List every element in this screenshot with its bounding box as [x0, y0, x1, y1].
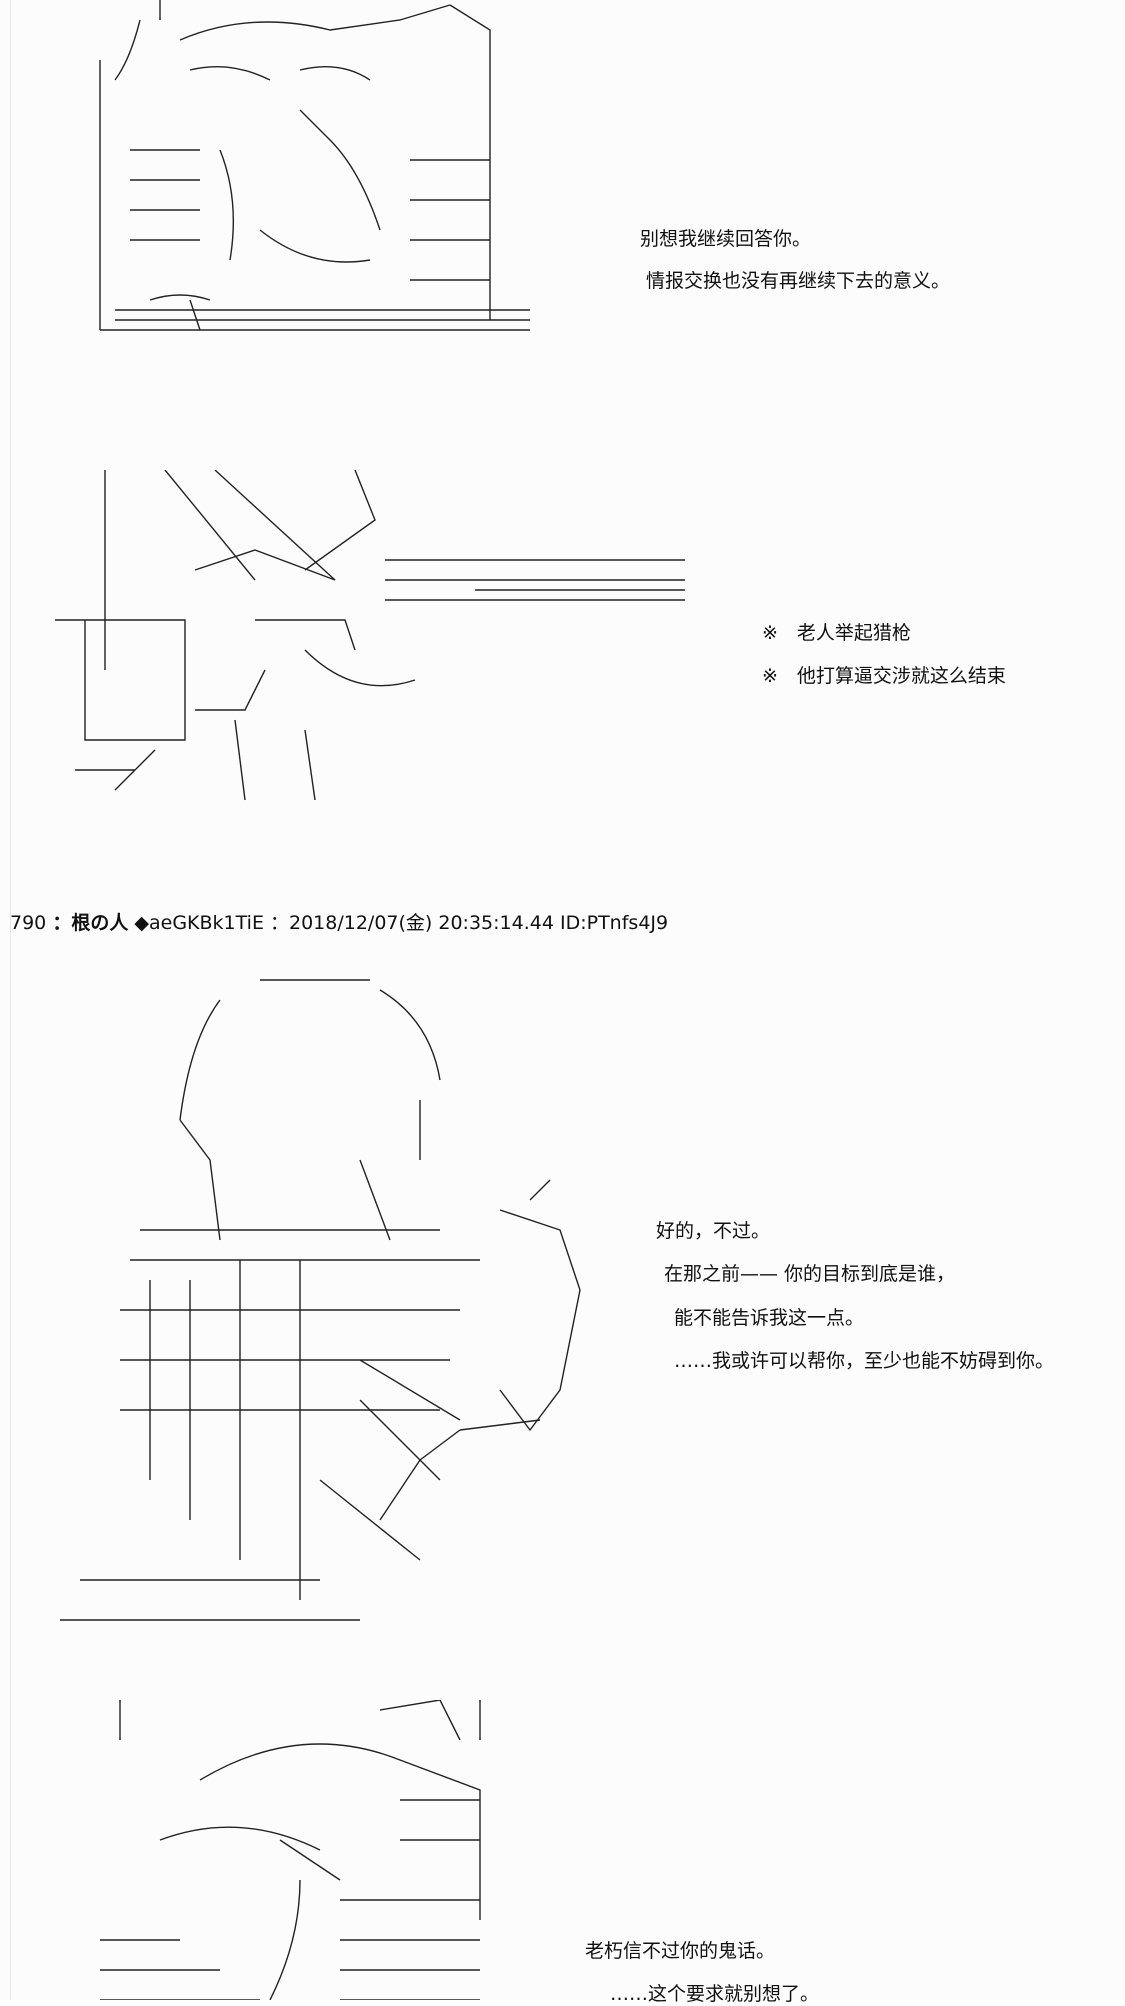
panel-3-line-3: 能不能告诉我这一点。 [674, 1307, 865, 1329]
ascii-art-panel-3 [60, 960, 640, 1640]
panel-2-line-2: ※ 他打算逼交涉就这么结束 [762, 665, 1006, 687]
poster-trip: ◆aeGKBk1TiE [134, 912, 264, 934]
post-number: 790 [10, 912, 47, 934]
ascii-art-panel-2 [55, 470, 695, 810]
post-datetime: 2018/12/07(金) 20:35:14.44 [289, 912, 554, 934]
post-header: 790 ：根の人 ◆aeGKBk1TiE ：2018/12/07(金) 20:3… [10, 912, 669, 934]
panel-4-line-1: 老朽信不过你的鬼话。 [585, 1940, 776, 1962]
panel-3-line-4: ……我或许可以帮你，至少也能不妨碍到你。 [674, 1350, 1055, 1372]
poster-name: 根の人 [71, 912, 129, 934]
panel-1-line-1: 别想我继续回答你。 [640, 228, 812, 250]
panel-3-line-1: 好的，不过。 [656, 1220, 771, 1242]
ascii-art-panel-1 [70, 0, 550, 340]
panel-3-line-2: 在那之前—— 你的目标到底是谁， [664, 1263, 956, 1285]
post-id: ID:PTnfs4J9 [559, 912, 669, 934]
panel-2-line-1: ※ 老人举起猎枪 [762, 622, 911, 644]
panel-1-line-2: 情报交换也没有再继续下去的意义。 [646, 270, 951, 292]
page-border [10, 0, 11, 2000]
ascii-art-panel-4 [100, 1700, 500, 2000]
panel-4-line-2: ……这个要求就别想了。 [610, 1983, 820, 2005]
